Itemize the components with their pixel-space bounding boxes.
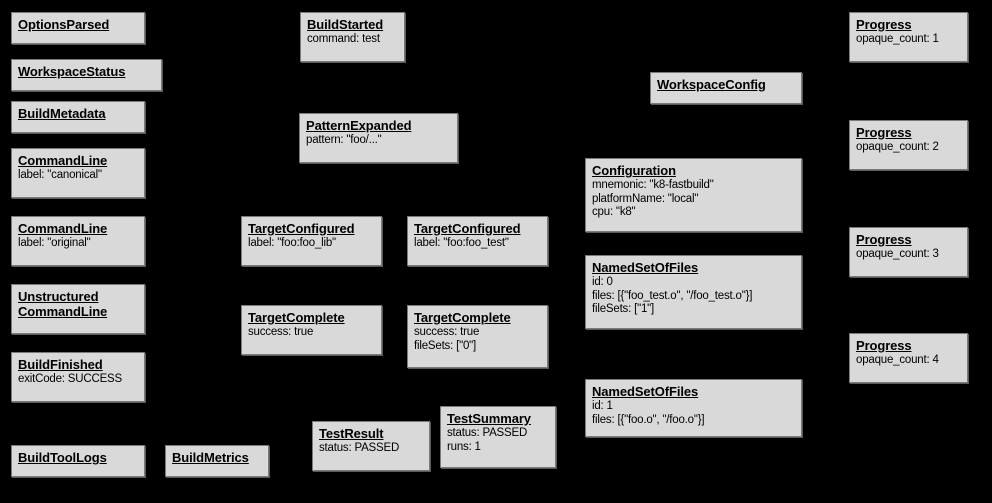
- node-fields: pattern: "foo/...": [306, 134, 452, 148]
- node-title: CommandLine: [18, 153, 108, 168]
- node-field: opaque_count: 4: [856, 354, 939, 366]
- node-field: fileSets: ["0"]: [414, 339, 477, 352]
- node-fields: label: "original": [18, 237, 139, 251]
- node-workspace-config[interactable]: WorkspaceConfig: [650, 72, 802, 104]
- node-title: BuildStarted: [307, 17, 384, 32]
- node-fields: label: "canonical": [18, 169, 139, 183]
- node-title: Progress: [856, 125, 912, 140]
- node-title: Unstructured CommandLine: [18, 289, 108, 319]
- node-fields: exitCode: SUCCESS: [18, 373, 139, 387]
- node-field: fileSets: ["1"]: [592, 303, 655, 315]
- node-title: TargetComplete: [414, 310, 511, 325]
- node-fields: opaque_count: 4: [856, 354, 962, 368]
- node-field: pattern: "foo/...": [306, 134, 382, 146]
- node-field: opaque_count: 3: [856, 248, 939, 260]
- node-field: command: test: [307, 33, 380, 45]
- node-field: opaque_count: 1: [856, 33, 939, 45]
- node-build-tool-logs[interactable]: BuildToolLogs: [11, 445, 145, 477]
- node-build-metrics[interactable]: BuildMetrics: [165, 445, 269, 477]
- node-field: label: "original": [18, 237, 91, 249]
- node-fields: success: true: [248, 326, 376, 340]
- node-title: Progress: [856, 338, 912, 353]
- node-title: BuildToolLogs: [18, 450, 107, 465]
- node-title: PatternExpanded: [306, 118, 412, 133]
- node-title: WorkspaceConfig: [657, 77, 766, 92]
- node-title: BuildFinished: [18, 357, 103, 372]
- node-field: files: [{"foo_test.o", "/foo_test.o"}]: [592, 289, 753, 302]
- node-field: status: PASSED: [319, 442, 400, 454]
- node-title: OptionsParsed: [18, 17, 110, 32]
- node-fields: mnemonic: "k8-fastbuild"platformName: "l…: [592, 179, 796, 220]
- node-title: BuildMetrics: [172, 450, 249, 465]
- node-title: TargetComplete: [248, 310, 345, 325]
- node-title: TargetConfigured: [414, 221, 521, 236]
- node-field: opaque_count: 2: [856, 141, 939, 153]
- node-field: platformName: "local": [592, 192, 699, 205]
- node-field: exitCode: SUCCESS: [18, 373, 122, 385]
- node-build-metadata[interactable]: BuildMetadata: [11, 101, 145, 133]
- node-field: label: "foo:foo_test": [414, 237, 509, 249]
- node-title: BuildMetadata: [18, 106, 106, 121]
- node-field: mnemonic: "k8-fastbuild": [592, 179, 714, 191]
- node-field: cpu: "k8": [592, 206, 636, 218]
- node-field: status: PASSED: [447, 427, 528, 439]
- node-field: success: true: [414, 326, 480, 338]
- node-title: TestSummary: [447, 411, 531, 426]
- node-field: id: 0: [592, 276, 613, 288]
- node-title: Progress: [856, 232, 912, 247]
- node-title: TestResult: [319, 426, 384, 441]
- node-field: label: "canonical": [18, 169, 102, 181]
- node-workspace-status[interactable]: WorkspaceStatus: [11, 59, 162, 91]
- node-field: runs: 1: [447, 440, 481, 453]
- node-unstructured-command-line[interactable]: Unstructured CommandLine: [11, 284, 145, 334]
- node-title: Configuration: [592, 163, 676, 178]
- node-fields: status: PASSED: [319, 442, 424, 456]
- node-title: Progress: [856, 17, 912, 32]
- node-field: success: true: [248, 326, 314, 338]
- node-field: files: [{"foo.o", "/foo.o"}]: [592, 413, 705, 426]
- node-fields: opaque_count: 3: [856, 248, 962, 262]
- node-fields: label: "foo:foo_lib": [248, 237, 376, 251]
- node-field: label: "foo:foo_lib": [248, 237, 336, 249]
- node-field: id: 1: [592, 400, 613, 412]
- node-title: WorkspaceStatus: [18, 64, 126, 79]
- node-fields: label: "foo:foo_test": [414, 237, 542, 251]
- node-title: NamedSetOfFiles: [592, 260, 699, 275]
- node-fields: opaque_count: 1: [856, 33, 962, 47]
- node-fields: command: test: [307, 33, 399, 47]
- node-options-parsed[interactable]: OptionsParsed: [11, 12, 145, 44]
- node-title: TargetConfigured: [248, 221, 355, 236]
- node-fields: opaque_count: 2: [856, 141, 962, 155]
- node-title: NamedSetOfFiles: [592, 384, 699, 399]
- node-title: CommandLine: [18, 221, 108, 236]
